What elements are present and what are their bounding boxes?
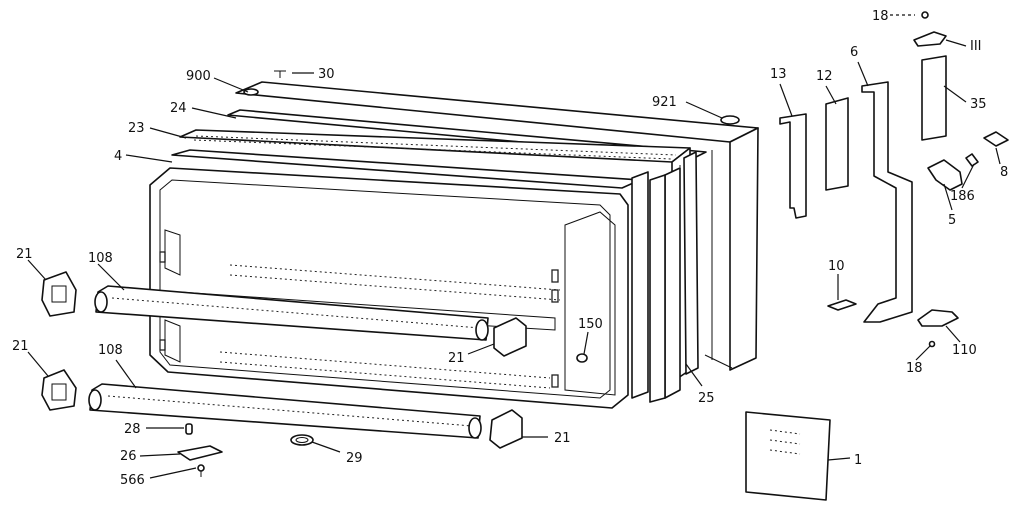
label-8: 8 (1000, 165, 1008, 180)
label-21-right-lower: 21 (554, 431, 571, 446)
end-cap-left-lower (41, 369, 77, 411)
shelf-rail-upper (94, 285, 489, 341)
label-1: 1 (854, 453, 862, 468)
door-seal (631, 151, 699, 399)
part-18-bottom (928, 340, 936, 348)
label-26: 26 (120, 449, 137, 464)
callout-labels: 18 III 6 13 12 35 900 30 921 24 23 4 8 1… (12, 9, 1008, 488)
front-frame (179, 129, 691, 403)
shelf-rail-lower (88, 383, 482, 439)
grommet-29 (290, 434, 314, 446)
plate-26 (177, 445, 223, 461)
outer-cabinet (235, 81, 759, 371)
part-186 (965, 153, 979, 167)
label-24: 24 (170, 101, 187, 116)
end-cap-right-lower (489, 409, 523, 449)
label-30: 30 (318, 67, 335, 82)
label-18-bottom: 18 (906, 361, 923, 376)
end-cap-left-upper (41, 271, 77, 317)
label-5: 5 (948, 213, 956, 228)
label-12: 12 (816, 69, 833, 84)
part-5 (927, 159, 963, 191)
label-25: 25 (698, 391, 715, 406)
inner-liner (149, 149, 641, 409)
label-29: 29 (346, 451, 363, 466)
label-108-upper: 108 (88, 251, 113, 266)
label-921: 921 (652, 95, 677, 110)
part-8 (983, 131, 1009, 147)
label-110: 110 (952, 343, 977, 358)
label-6: 6 (850, 45, 858, 60)
clip-28 (185, 423, 193, 435)
screw-566 (197, 464, 205, 477)
label-108-lower: 108 (98, 343, 123, 358)
part-18-top (921, 11, 929, 19)
label-111: III (970, 39, 982, 54)
part-12 (825, 97, 849, 191)
label-21-right-upper: 21 (448, 351, 465, 366)
label-10: 10 (828, 259, 845, 274)
part-150 (576, 353, 588, 363)
label-21-left-lower: 21 (12, 339, 29, 354)
label-35: 35 (970, 97, 987, 112)
label-566: 566 (120, 473, 145, 488)
part-111 (913, 31, 947, 47)
label-186: 186 (950, 189, 975, 204)
label-4: 4 (114, 149, 122, 164)
door-panel-1 (745, 411, 831, 501)
label-28: 28 (124, 422, 141, 437)
label-18-top: 18 (872, 9, 889, 24)
screw-30 (274, 70, 286, 78)
part-6 (861, 81, 913, 323)
label-21-left-upper: 21 (16, 247, 33, 262)
label-23: 23 (128, 121, 145, 136)
part-13 (779, 113, 807, 219)
part-35 (921, 55, 947, 141)
leader-lines (27, 14, 1001, 479)
part-110 (917, 309, 959, 327)
end-cap-right-upper (493, 317, 527, 357)
label-900: 900 (186, 69, 211, 84)
part-10 (827, 299, 857, 311)
label-13: 13 (770, 67, 787, 82)
label-150: 150 (578, 317, 603, 332)
